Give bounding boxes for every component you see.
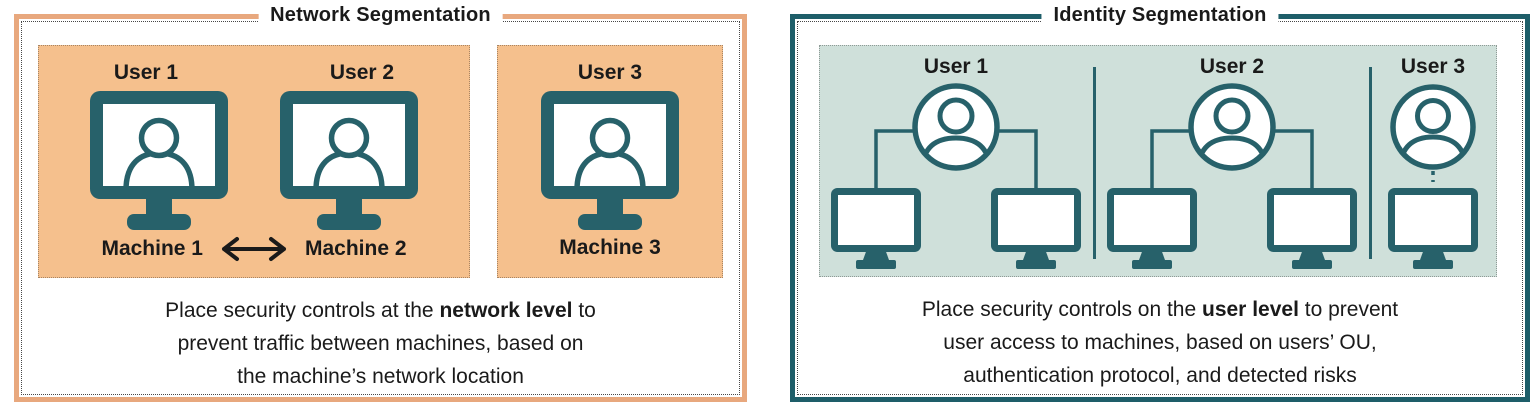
user-2-label: User 2 — [329, 61, 395, 84]
monitor-icon — [991, 188, 1081, 269]
identity-user-group-3: User 3 — [1383, 55, 1483, 272]
caption-line: authentication protocol, and detected ri… — [963, 364, 1357, 388]
connector-line — [1271, 129, 1314, 190]
network-panel-title: Network Segmentation — [258, 4, 503, 27]
user-2-label: User 2 — [1199, 55, 1265, 78]
monitor-user-icon — [540, 90, 680, 234]
connector-line — [874, 129, 917, 190]
identity-user-group-1: User 1 — [831, 55, 1081, 272]
caption-line: Place security controls at the network l… — [165, 299, 596, 322]
monitor-icon — [1107, 188, 1197, 269]
identity-segmentation-panel: Identity Segmentation User 1 — [790, 4, 1530, 402]
bidirectional-arrow-icon — [217, 236, 291, 262]
monitor-icon — [1388, 188, 1478, 269]
caption-line: Place security controls on the user leve… — [921, 298, 1399, 321]
caption-line: user access to machines, based on users’… — [943, 331, 1377, 355]
user-3-label: User 3 — [577, 61, 643, 84]
user-avatar-icon — [1390, 84, 1476, 170]
identity-caption: Place security controls on the user leve… — [795, 293, 1525, 393]
identity-panel-title: Identity Segmentation — [1041, 4, 1279, 27]
user-1-label: User 1 — [113, 61, 179, 84]
monitor-icon — [1267, 188, 1357, 269]
user-avatar-icon — [912, 83, 1000, 171]
connector-line — [1150, 129, 1193, 190]
caption-line: prevent traffic between machines, based … — [177, 332, 584, 356]
network-machines-row: User 1 User 2 — [38, 45, 742, 278]
machine-2-label: Machine 2 — [305, 237, 407, 260]
user-avatar-icon — [1188, 83, 1276, 171]
network-segment-box-2: User 3 Machine 3 — [497, 45, 723, 278]
caption-line: the machine’s network location — [237, 365, 524, 389]
network-segment-box-1: User 1 User 2 — [38, 45, 470, 278]
network-segmentation-panel: Network Segmentation User 1 User 2 — [14, 4, 747, 402]
monitor-user-icon — [89, 90, 229, 234]
network-caption: Place security controls at the network l… — [19, 294, 742, 394]
machine-3-label: Machine 3 — [559, 236, 661, 259]
avatar-with-monitor-icon — [1388, 84, 1478, 269]
segment-divider — [1092, 67, 1096, 259]
user-3-label: User 3 — [1400, 55, 1466, 78]
avatar-with-monitors-icon — [831, 83, 1081, 269]
identity-box: User 1 — [819, 45, 1497, 277]
avatar-with-monitors-icon — [1107, 83, 1357, 269]
identity-user-group-2: User 2 — [1107, 55, 1357, 272]
user-1-label: User 1 — [923, 55, 989, 78]
segment-divider — [1368, 67, 1372, 259]
machine-1-label: Machine 1 — [101, 237, 203, 260]
monitor-icon — [831, 188, 921, 269]
connector-line — [995, 129, 1038, 190]
monitor-user-icon — [279, 90, 419, 234]
